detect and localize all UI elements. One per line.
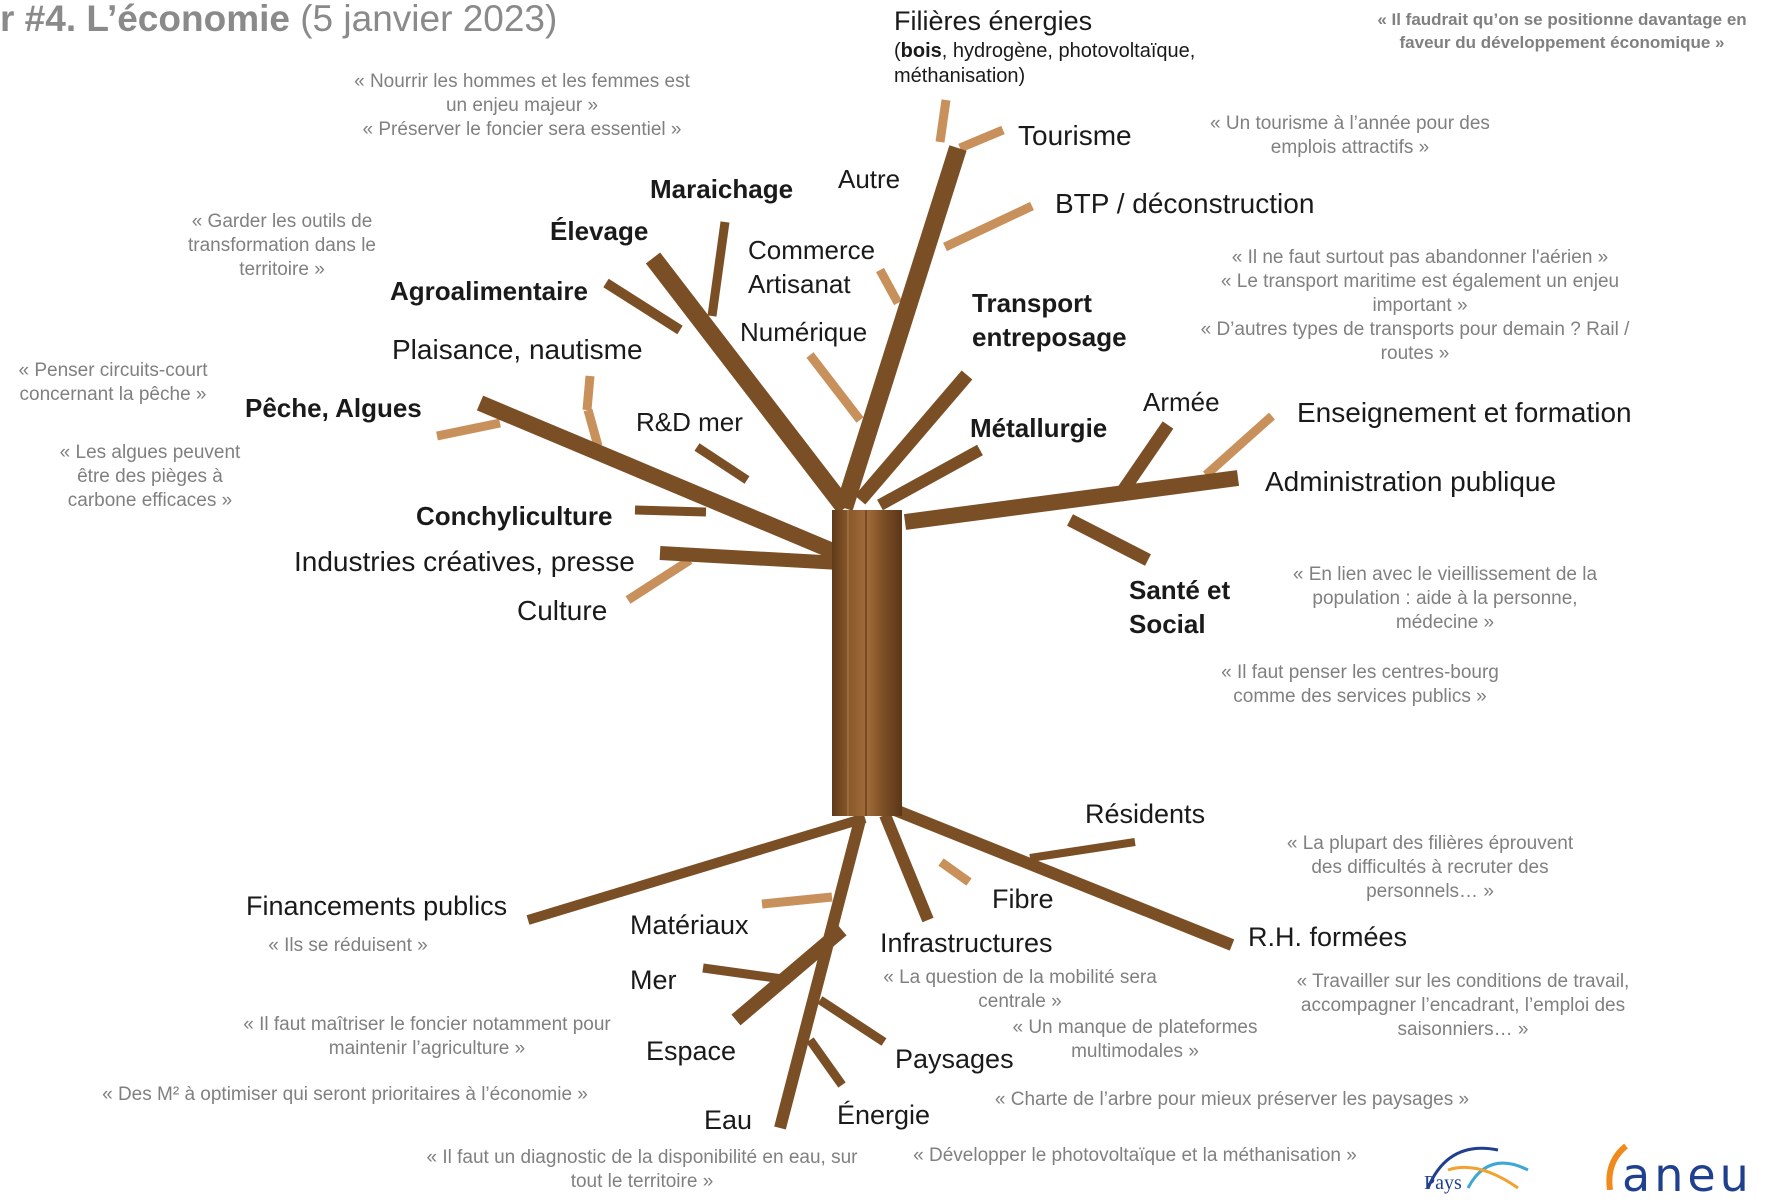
label-methanisation: méthanisation) [894, 65, 1026, 87]
quote-mobilite: « La question de la mobilité sera centra… [883, 967, 1157, 1012]
quote-conditions: « Travailler sur les conditions de trava… [1296, 971, 1630, 1040]
quote-tourisme: « Un tourisme à l’année pour des emplois… [1210, 113, 1490, 158]
label-mer: Mer [630, 965, 677, 995]
label-agroalimentaire: Agroalimentaire [390, 276, 588, 306]
label-armee: Armée [1143, 387, 1220, 417]
roots [526, 802, 1235, 1130]
label-rh: R.H. formées [1248, 922, 1408, 952]
quote-outils: « Garder les outils de transformation da… [188, 211, 376, 280]
label-infrastructures: Infrastructures [880, 928, 1053, 958]
quote-charte: « Charte de l’arbre pour mieux préserver… [994, 1089, 1470, 1110]
label-fibre: Fibre [992, 884, 1054, 914]
label-paysages: Paysages [895, 1044, 1014, 1074]
label-eau: Eau [704, 1105, 753, 1135]
label-administration: Administration publique [1265, 466, 1557, 497]
label-enseignement: Enseignement et formation [1297, 397, 1632, 428]
quote-maritime: « Le transport maritime est également un… [1220, 271, 1620, 316]
label-artisanat: Artisanat [748, 269, 851, 299]
label-filieres-detail: (bois, hydrogène, photovoltaïque, [894, 40, 1196, 62]
label-entreposage: entreposage [972, 322, 1127, 352]
logo-aneu-mark [1606, 1143, 1628, 1190]
title-main: r #4. L’économie [0, 0, 290, 39]
label-rd-mer: R&D mer [636, 407, 743, 437]
label-elevage: Élevage [550, 216, 649, 246]
quote-algues: « Les algues peuvent être des pièges à c… [59, 442, 241, 511]
label-transport: Transport [972, 288, 1092, 318]
branches [476, 145, 1240, 570]
logo-aneu: aneu [1600, 1142, 1776, 1202]
label-numerique: Numérique [740, 317, 868, 347]
label-financements: Financements publics [246, 891, 508, 921]
twigs [436, 99, 1275, 909]
logo-aneu-text: aneu [1622, 1148, 1753, 1202]
label-filieres-rest: , hydrogène, photovoltaïque, [941, 40, 1196, 62]
quote-preserver: « Préserver le foncier sera essentiel » [362, 119, 682, 140]
quote-centres: « Il faut penser les centres-bourg comme… [1221, 662, 1499, 707]
label-filieres-energies: Filières énergies [894, 6, 1093, 36]
label-commerce: Commerce [748, 235, 876, 265]
label-autre: Autre [838, 164, 901, 194]
label-tourisme: Tourisme [1018, 120, 1132, 151]
quote-foncier: « Il faut maîtriser le foncier notamment… [243, 1014, 611, 1059]
label-btp: BTP / déconstruction [1055, 188, 1315, 219]
label-sante: Santé et [1129, 575, 1231, 605]
label-energie: Énergie [837, 1100, 931, 1130]
label-residents: Résidents [1085, 799, 1206, 829]
label-espace: Espace [646, 1036, 737, 1066]
label-industries: Industries créatives, presse [294, 546, 635, 577]
quote-economie: « Il faudrait qu’on se positionne davant… [1377, 10, 1747, 52]
page-title: r #4. L’économie (5 janvier 2023) [0, 0, 557, 40]
logo-pays: Pays [1408, 1140, 1538, 1194]
logo-pays-mark [1426, 1146, 1529, 1190]
quote-m2: « Des M² à optimiser qui seront priorita… [102, 1084, 588, 1105]
quote-circuits: « Penser circuits-court concernant la pê… [18, 360, 208, 405]
title-date: (5 janvier 2023) [300, 0, 558, 39]
label-peche: Pêche, Algues [245, 393, 422, 423]
quote-reduisent: « Ils se réduisent » [268, 935, 428, 956]
label-social: Social [1129, 609, 1206, 639]
label-materiaux: Matériaux [630, 910, 749, 940]
quote-diagnostic: « Il faut un diagnostic de la disponibil… [426, 1147, 858, 1192]
label-conchyliculture: Conchyliculture [416, 501, 613, 531]
label-bois: bois [900, 40, 942, 62]
label-plaisance: Plaisance, nautisme [392, 334, 643, 365]
quote-recruter: « La plupart des filières éprouvent des … [1286, 833, 1574, 902]
quote-vieillissement: « En lien avec le vieillissement de la p… [1292, 564, 1598, 633]
quote-photovoltaique: « Développer le photovoltaïque et la mét… [913, 1145, 1357, 1166]
label-metallurgie: Métallurgie [970, 413, 1108, 443]
logo-pays-text: Pays [1424, 1172, 1462, 1194]
quote-rail: « D’autres types de transports pour dema… [1200, 319, 1630, 364]
quote-aerien: « Il ne faut surtout pas abandonner l'aé… [1231, 247, 1609, 268]
quote-plateformes: « Un manque de plateformes multimodales … [1012, 1017, 1258, 1062]
quote-nourrir: « Nourrir les hommes et les femmes est u… [354, 71, 690, 116]
label-maraichage: Maraichage [650, 174, 794, 204]
label-culture: Culture [517, 595, 608, 626]
